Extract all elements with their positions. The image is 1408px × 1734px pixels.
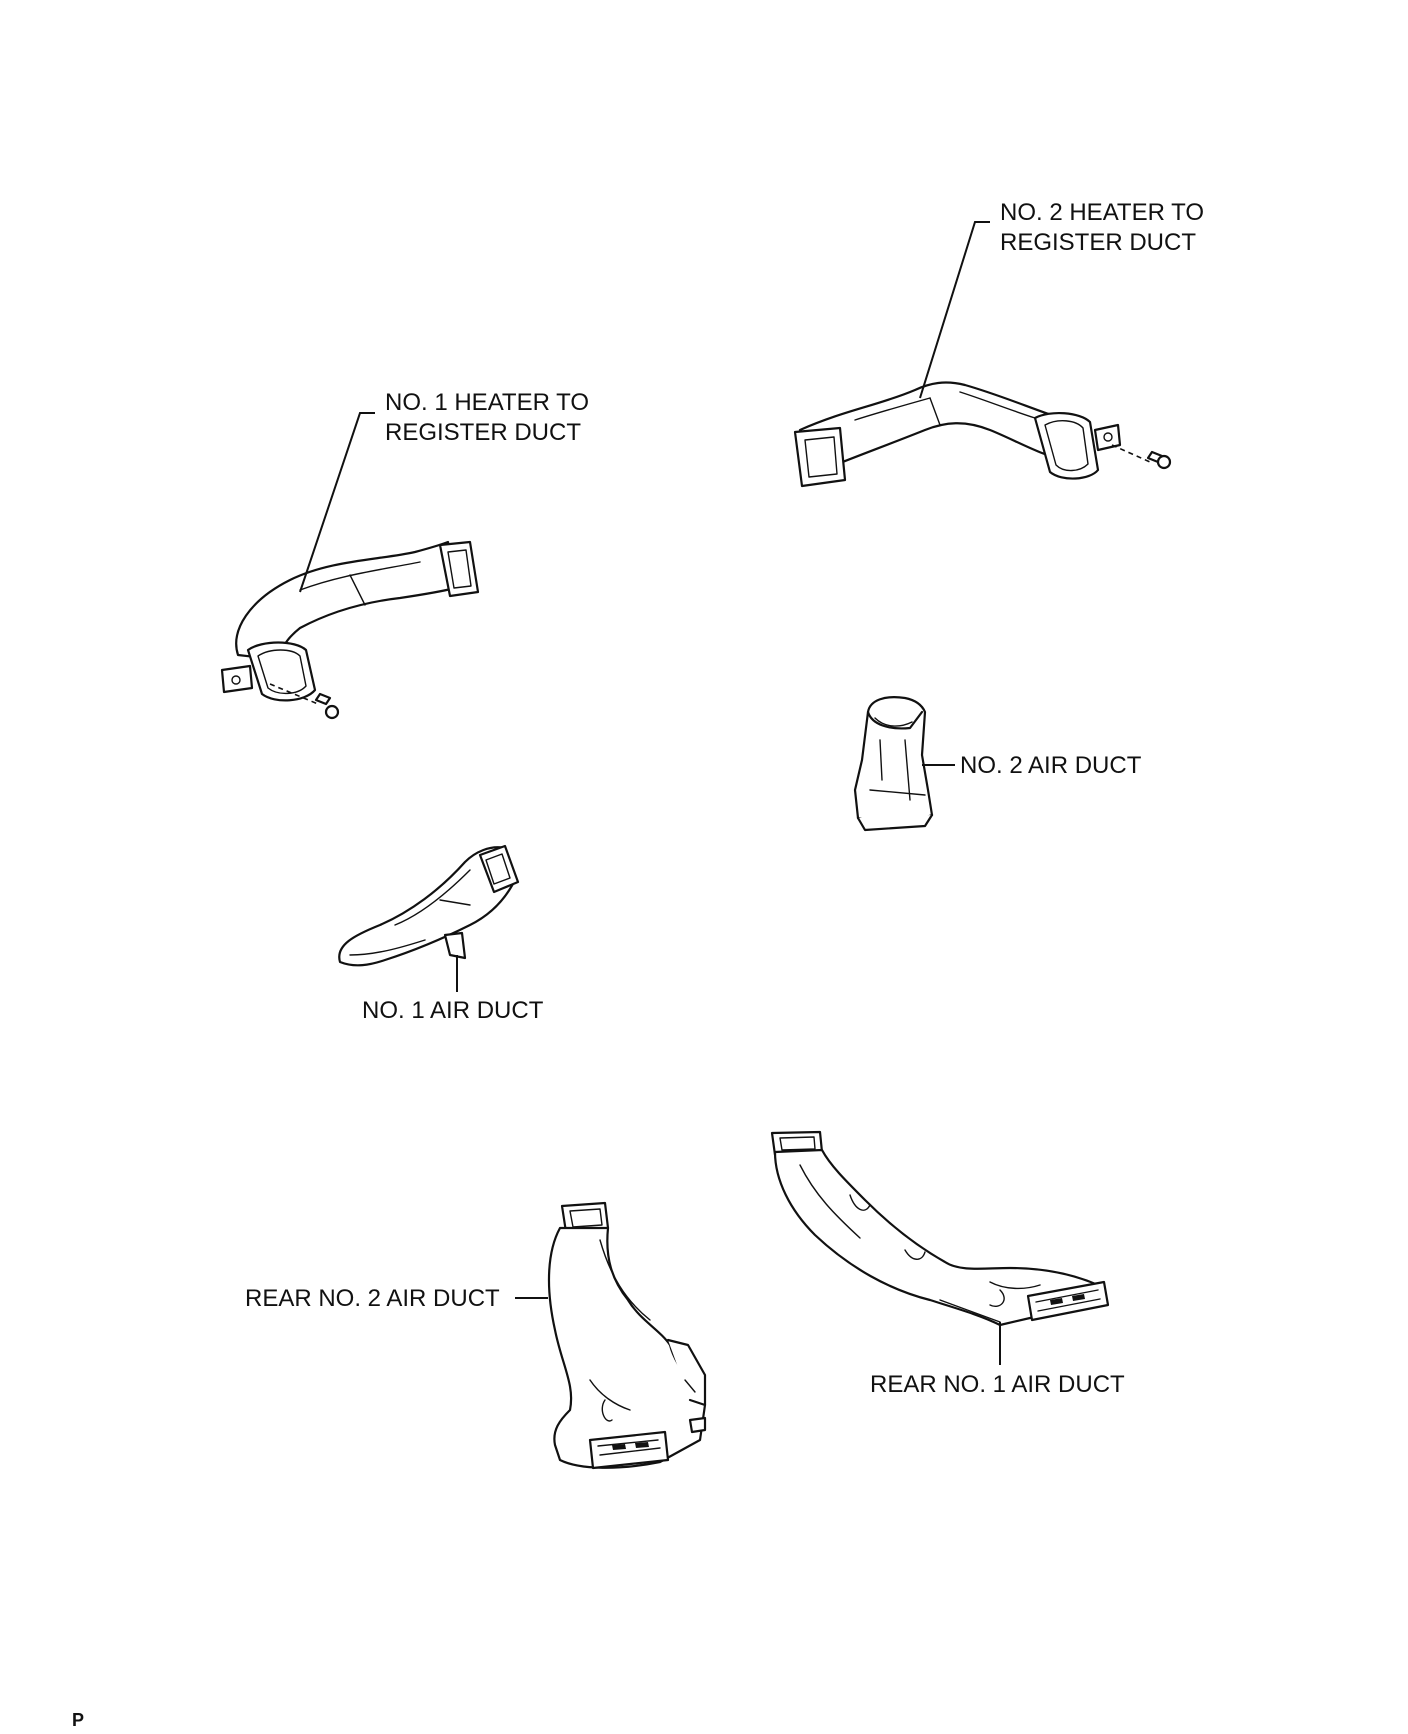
no2-air-duct-label: NO. 2 AIR DUCT <box>960 752 1142 779</box>
no1-heater-duct-label-line2: REGISTER DUCT <box>385 419 581 446</box>
corner-mark-text: P <box>72 1710 84 1730</box>
rear-no1-air-duct-group: REAR NO. 1 AIR DUCT <box>770 1130 1125 1398</box>
no2-heater-duct-leader <box>919 221 990 399</box>
no2-air-duct-drawing <box>853 696 934 832</box>
no1-air-duct-label: NO. 1 AIR DUCT <box>362 997 544 1024</box>
no1-air-duct-group: NO. 1 AIR DUCT <box>338 844 544 1024</box>
no1-air-duct-drawing <box>338 844 520 967</box>
rear-no2-air-duct-drawing <box>547 1201 707 1470</box>
rear-no1-air-duct-label: REAR NO. 1 AIR DUCT <box>870 1371 1125 1398</box>
rear-no2-air-duct-group: REAR NO. 2 AIR DUCT <box>245 1201 707 1470</box>
no1-heater-duct-leader <box>299 412 375 593</box>
no1-heater-duct-screw <box>269 683 340 720</box>
no2-heater-duct-label-line2: REGISTER DUCT <box>1000 229 1196 256</box>
no2-heater-duct-label-line1: NO. 2 HEATER TO <box>1000 199 1204 226</box>
rear-no2-air-duct-label: REAR NO. 2 AIR DUCT <box>245 1285 500 1312</box>
no2-heater-duct-drawing <box>793 381 1122 488</box>
no1-heater-duct-drawing <box>220 540 480 702</box>
no1-heater-duct-label-line1: NO. 1 HEATER TO <box>385 389 589 416</box>
no2-heater-duct-group: NO. 2 HEATER TO REGISTER DUCT <box>793 199 1204 488</box>
no2-air-duct-group: NO. 2 AIR DUCT <box>853 696 1142 832</box>
no2-heater-duct-screw <box>1111 444 1172 470</box>
no1-heater-duct-group: NO. 1 HEATER TO REGISTER DUCT <box>220 389 589 720</box>
rear-no1-air-duct-drawing <box>770 1130 1110 1327</box>
